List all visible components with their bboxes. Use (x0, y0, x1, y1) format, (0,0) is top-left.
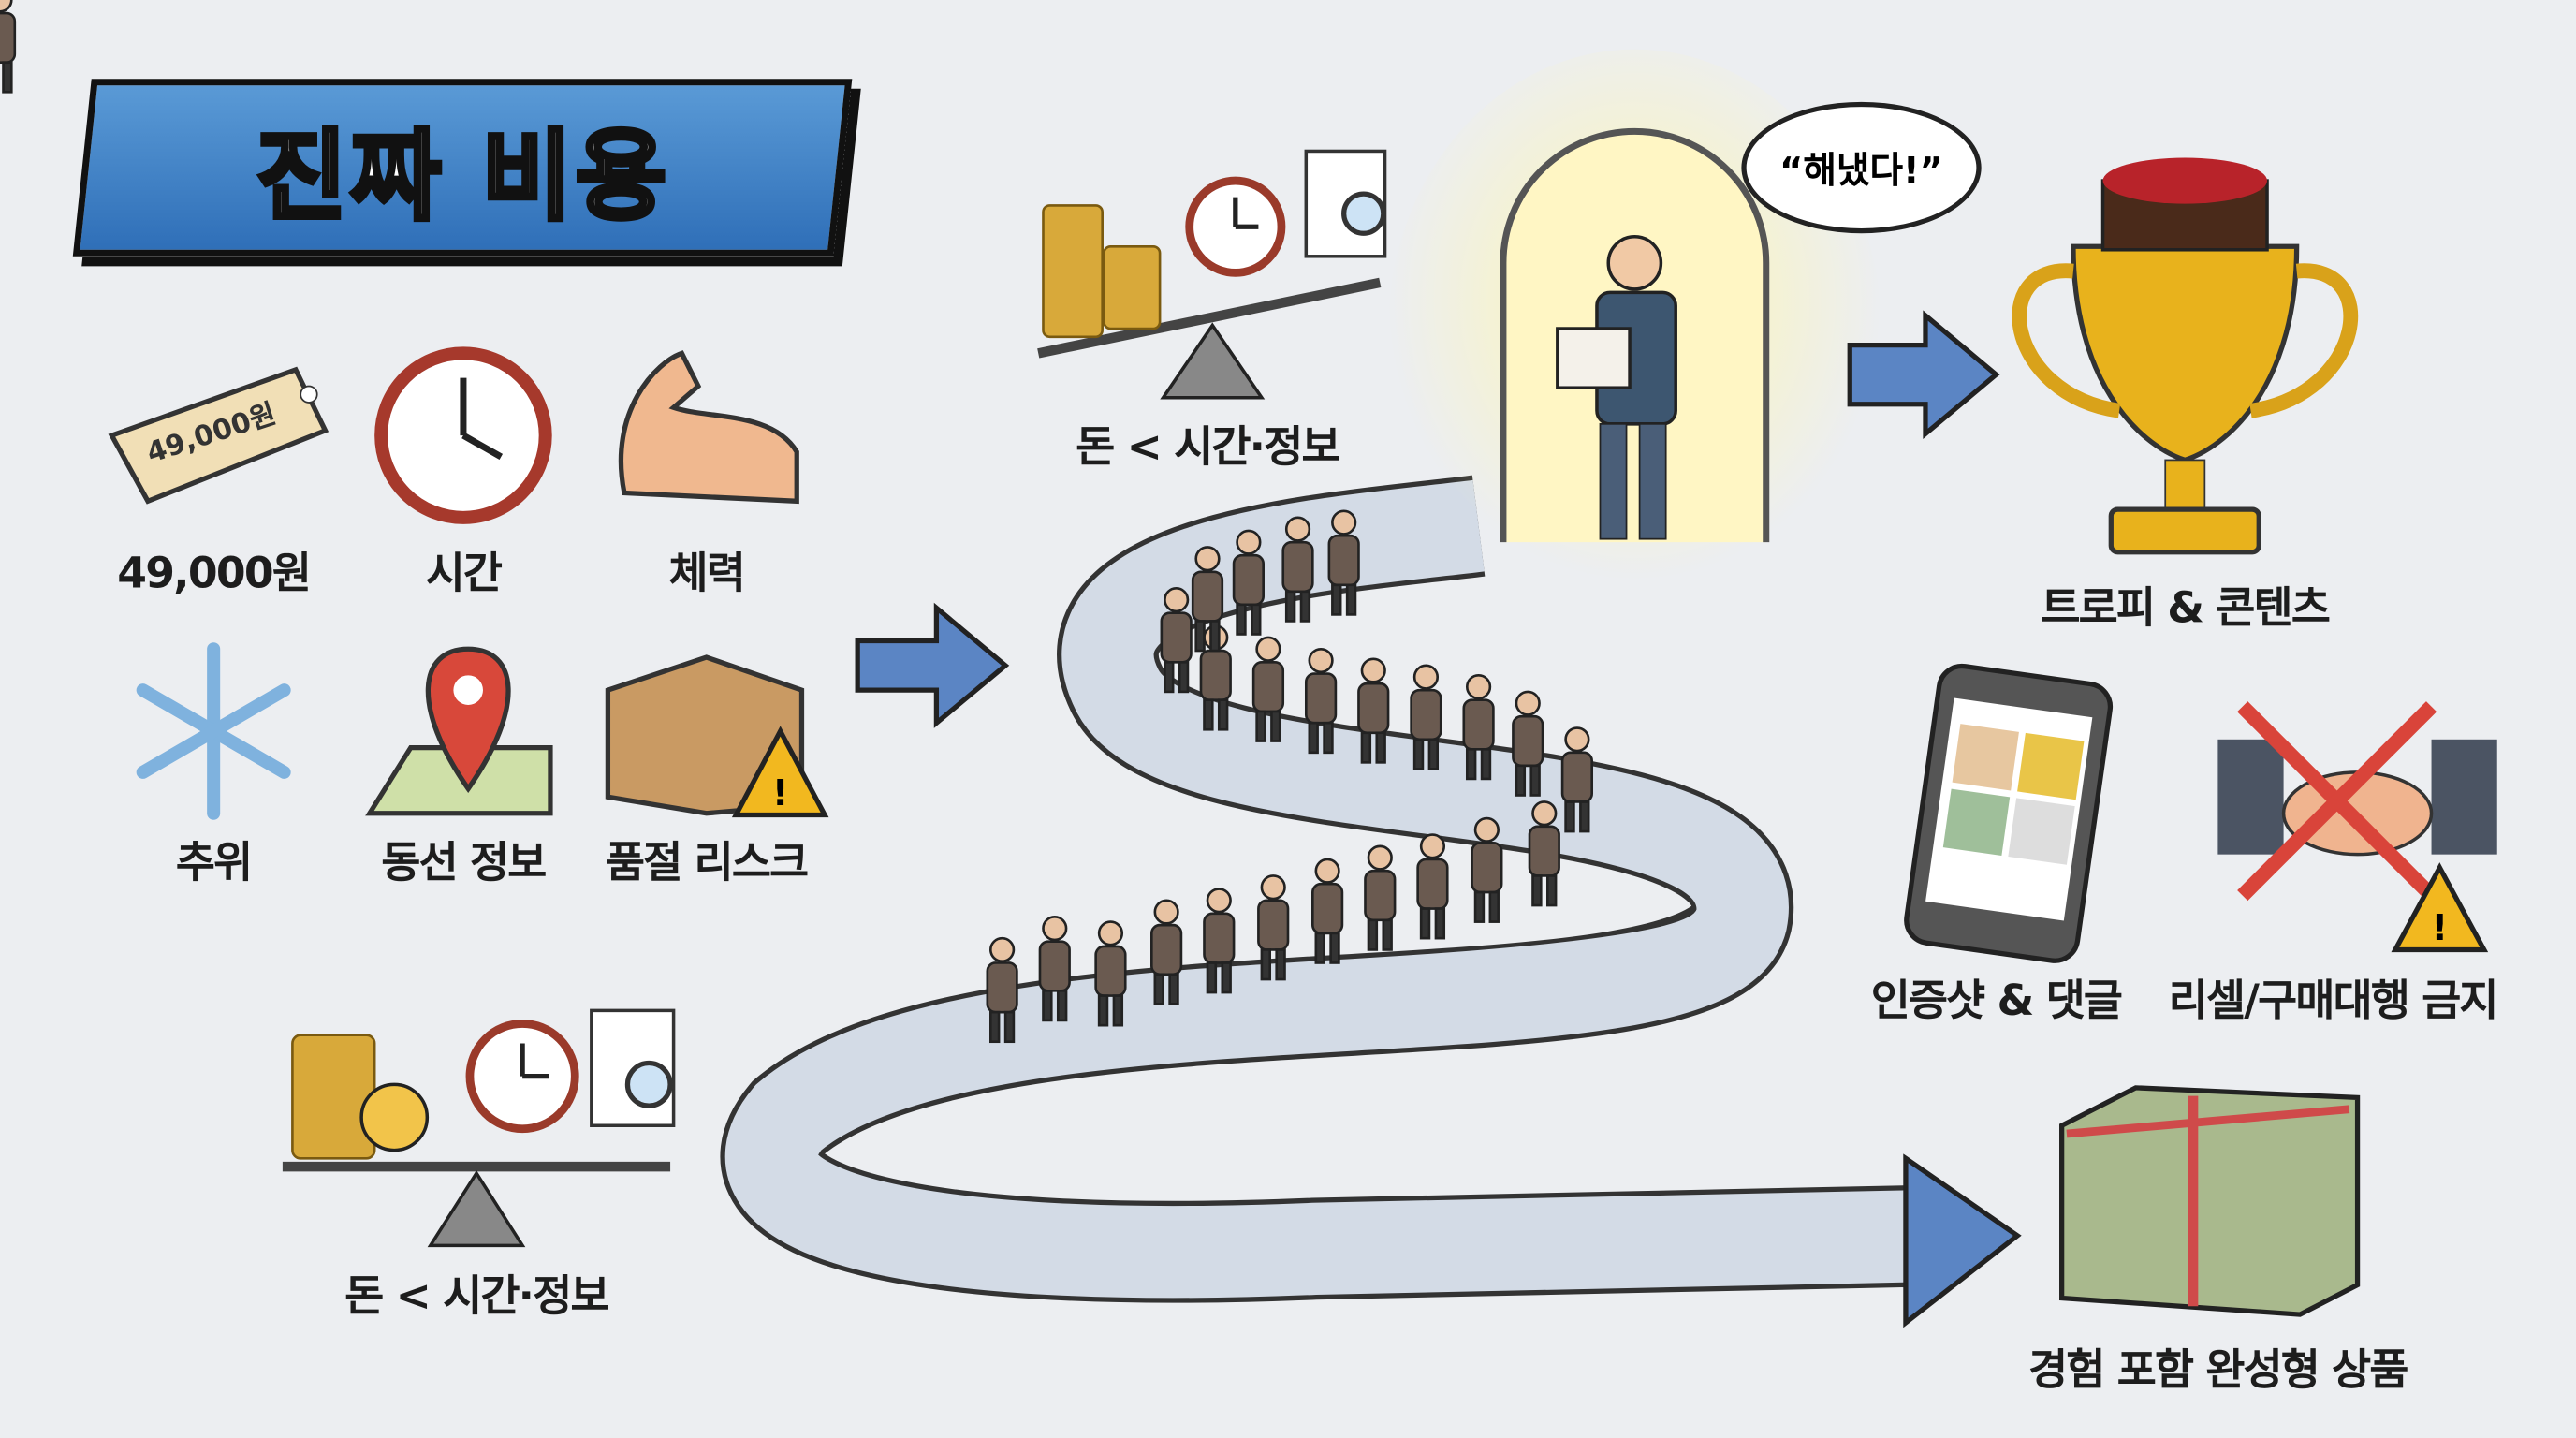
trophy-with-cake-icon (2012, 157, 2359, 555)
balance-label-top: 돈 < 시간·정보 (1076, 422, 1340, 473)
cost-label-cold: 추위 (175, 838, 253, 888)
balance-scale-top (1037, 149, 1387, 400)
road-arrow-head (1903, 1153, 2022, 1328)
flow-arrows (855, 310, 2000, 728)
empty-box-warning-icon: ! (605, 654, 829, 818)
cost-label-price: 49,000원 (117, 550, 312, 599)
phone-social-post-icon (1904, 663, 2114, 963)
resale-prohibited-icon: ! (2217, 701, 2497, 953)
price-tag-icon (108, 366, 329, 505)
clock-icon (374, 346, 552, 524)
outcome-product-label: 경험 포함 완성형 상품 (2028, 1346, 2408, 1396)
balance-label-bottom: 돈 < 시간·정보 (344, 1272, 609, 1322)
map-pin-icon (365, 646, 553, 816)
svg-text:!: ! (772, 772, 789, 814)
cost-label-stamina: 체력 (668, 550, 745, 599)
snowflake-icon (136, 642, 291, 820)
cost-label-time: 시간 (425, 550, 503, 599)
gift-box-product-icon (2059, 1085, 2361, 1317)
outcome-photo-label: 인증샷 & 댓글 (1870, 976, 2123, 1027)
outcome-resale-label: 리셀/구매대행 금지 (2168, 976, 2499, 1027)
page-title: 진짜 비용 (254, 117, 672, 237)
outcome-trophy-label: 트로피 & 콘텐츠 (2041, 583, 2330, 634)
svg-text:!: ! (2432, 907, 2449, 949)
page-title-banner: 진짜 비용 (72, 79, 853, 257)
speech-bubble: “해냈다!” (1741, 101, 1982, 234)
cost-label-soldout: 품절 리스크 (606, 838, 809, 888)
hero-person-with-cake-box (1556, 234, 1677, 540)
balance-scale-bottom (282, 1008, 676, 1248)
muscle-arm-icon (618, 350, 799, 505)
cost-label-route: 동선 정보 (381, 838, 547, 888)
queue-people (0, 0, 1594, 1044)
